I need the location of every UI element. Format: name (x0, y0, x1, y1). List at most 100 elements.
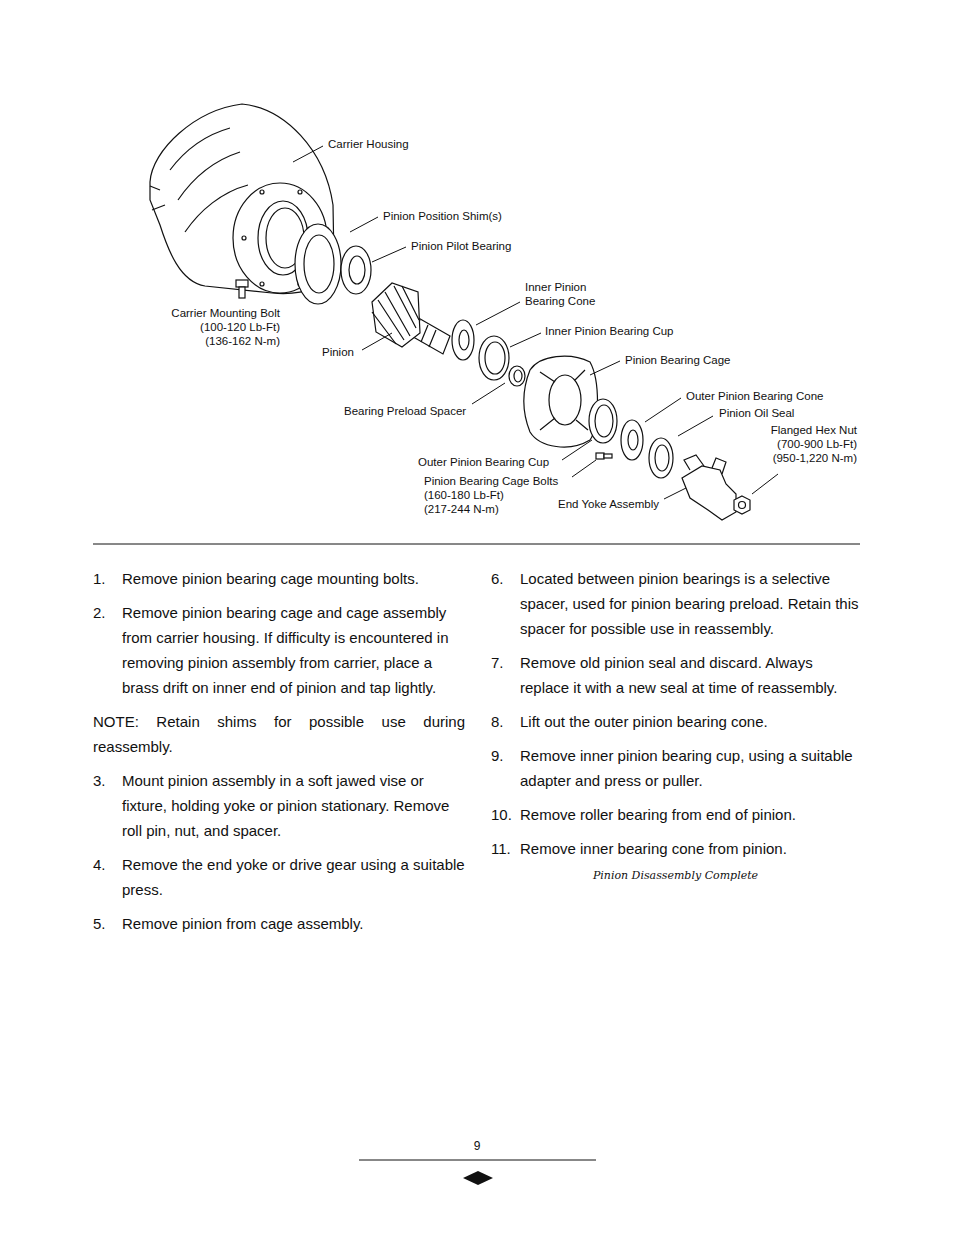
part-label: Inner Pinion Bearing Cone (525, 280, 603, 308)
nut-body (734, 496, 750, 514)
step-text: Remove inner bearing cone from pinion. (520, 836, 860, 861)
step-number: 8. (491, 709, 520, 734)
cup-outer (589, 399, 617, 443)
leader-line (572, 460, 596, 477)
note-text: NOTE: Retain shims for possible use duri… (93, 709, 465, 759)
step-item: 2.Remove pinion bearing cage and cage as… (93, 600, 465, 700)
step-number: 10. (491, 802, 520, 827)
bearing-cage (524, 356, 598, 447)
yoke-body (682, 466, 736, 520)
cone-inner (628, 430, 638, 450)
part-label: (700-900 Lb-Ft) (777, 437, 857, 451)
cup-inner (595, 405, 613, 437)
step-number: 2. (93, 600, 122, 700)
cone-inner (459, 330, 469, 350)
page-number: 9 (437, 1139, 517, 1153)
step-item: 5.Remove pinion from cage assembly. (93, 911, 465, 936)
part-label: Carrier Mounting Bolt (171, 306, 280, 320)
cone-outer (621, 420, 643, 460)
spacer-outer (509, 366, 525, 386)
inner-bearing-cone (452, 320, 474, 360)
nut-bore (739, 502, 746, 509)
step-text: Remove pinion bearing cage and cage asse… (122, 600, 465, 700)
oil-seal (649, 438, 673, 478)
pinion-head (372, 283, 420, 347)
part-label: Pinion Bearing Cage Bolts (424, 474, 558, 488)
shim-outer (295, 224, 341, 304)
part-label: Pinion Oil Seal (719, 406, 794, 420)
bolt-head (596, 453, 604, 459)
step-item: 10.Remove roller bearing from end of pin… (491, 802, 860, 827)
cage-flange (524, 356, 598, 447)
pilot-bearing (341, 246, 371, 294)
step-text: Located between pinion bearings is a sel… (520, 566, 860, 641)
footer-rule (359, 1160, 596, 1161)
preload-spacer (509, 366, 525, 386)
step-number: 1. (93, 566, 122, 591)
leader-line (510, 333, 541, 347)
bolt-shank (604, 454, 612, 458)
housing-outline (150, 104, 334, 294)
part-label: (136-162 N-m) (205, 334, 280, 348)
step-item: 3.Mount pinion assembly in a soft jawed … (93, 768, 465, 843)
part-label: Pinion Position Shim(s) (383, 209, 502, 223)
step-text: Remove roller bearing from end of pinion… (520, 802, 860, 827)
step-number: 11. (491, 836, 520, 861)
completion-caption: Pinion Disassembly Complete (491, 868, 860, 884)
step-number: 7. (491, 650, 520, 700)
leader-lines (293, 146, 778, 499)
leader-line (362, 333, 392, 350)
step-item: 9.Remove inner pinion bearing cup, using… (491, 743, 860, 793)
step-number: 4. (93, 852, 122, 902)
yoke-ears (684, 455, 726, 474)
part-label: (100-120 Lb-Ft) (200, 320, 280, 334)
leader-line (472, 383, 505, 404)
carrier-mounting-bolt (236, 280, 248, 298)
part-label: Bearing Preload Spacer (344, 404, 466, 418)
leader-line (678, 416, 713, 436)
part-label: Outer Pinion Bearing Cone (686, 389, 823, 403)
part-label: (160-180 Lb-Ft) (424, 488, 504, 502)
bearing-inner (349, 256, 365, 284)
outer-bearing-cone (621, 420, 643, 460)
leader-line (645, 398, 681, 422)
leader-line (476, 302, 520, 325)
part-label: Pinion Bearing Cage (625, 353, 731, 367)
step-number: 5. (93, 911, 122, 936)
part-label: Inner Pinion Bearing Cup (545, 324, 674, 338)
outer-bearing-cup (589, 399, 617, 443)
bearing-outer (341, 246, 371, 294)
text-column: 1.Remove pinion bearing cage mounting bo… (93, 566, 465, 945)
spacer-inner (514, 370, 522, 382)
cage-bore (549, 375, 581, 425)
part-label: End Yoke Assembly (558, 497, 659, 511)
part-label: Carrier Housing (328, 137, 409, 151)
step-text: Remove pinion from cage assembly. (122, 911, 465, 936)
leader-line (664, 488, 686, 499)
bolt-shank (239, 287, 245, 298)
part-label: Pinion (322, 345, 354, 359)
part-label: Pinion Pilot Bearing (411, 239, 511, 253)
cage-ribs (540, 370, 588, 430)
cage-bolt (596, 453, 612, 459)
part-label: Outer Pinion Bearing Cup (418, 455, 549, 469)
text-column: 6.Located between pinion bearings is a s… (491, 566, 860, 884)
leader-line (350, 217, 378, 232)
end-yoke (682, 455, 736, 520)
pinion-gear (372, 283, 450, 354)
bolt-head (236, 280, 248, 287)
step-text: Remove pinion bearing cage mounting bolt… (122, 566, 465, 591)
footer-diamond (463, 1171, 493, 1185)
shim (295, 224, 341, 304)
leader-line (562, 440, 592, 460)
bolt-hole (260, 190, 264, 194)
carrier-housing (150, 104, 334, 294)
step-text: Lift out the outer pinion bearing cone. (520, 709, 860, 734)
bolt-hole (298, 190, 302, 194)
step-item: 7.Remove old pinion seal and discard. Al… (491, 650, 860, 700)
seal-outer (649, 438, 673, 478)
cup-inner (485, 342, 505, 374)
step-item: 4.Remove the end yoke or drive gear usin… (93, 852, 465, 902)
step-text: Remove the end yoke or drive gear using … (122, 852, 465, 902)
